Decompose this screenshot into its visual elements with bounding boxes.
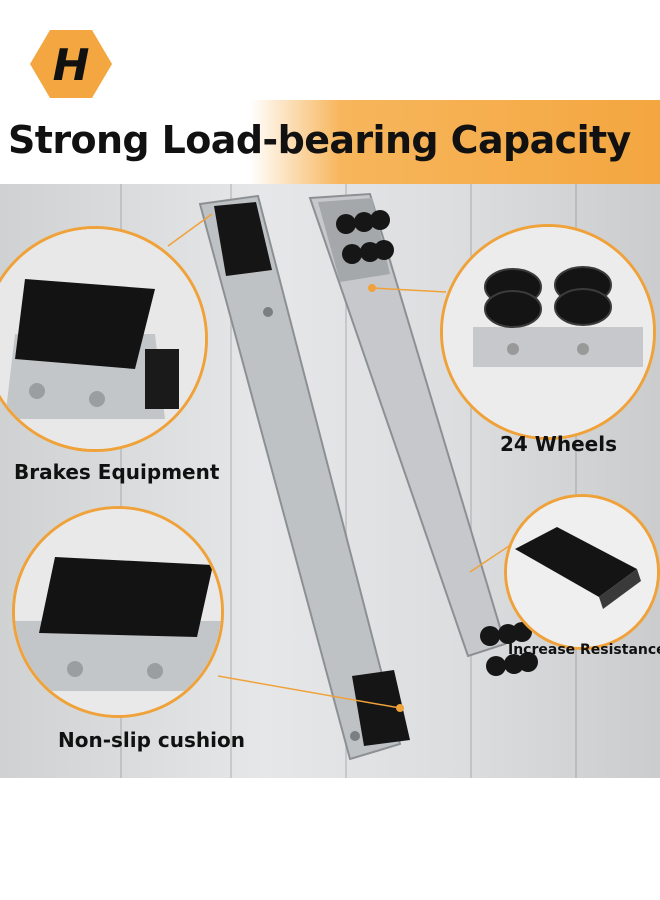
brake-detail-circle xyxy=(0,226,208,452)
brakes-label: Brakes Equipment xyxy=(14,460,220,484)
headline-banner: Strong Load-bearing Capacity xyxy=(0,100,660,184)
resistance-label: Increase Resistance xyxy=(508,642,660,658)
resistance-detail-circle xyxy=(504,494,660,650)
brand-logo-letter: H xyxy=(53,40,90,91)
wheels-detail-circle xyxy=(440,224,656,440)
cushion-label: Non-slip cushion xyxy=(58,728,245,752)
wheels-label: 24 Wheels xyxy=(500,432,617,456)
mover-dollies xyxy=(167,192,538,761)
page-title: Strong Load-bearing Capacity xyxy=(8,118,631,162)
brand-logo: H xyxy=(30,30,112,98)
banner-highlight xyxy=(250,100,660,184)
cushion-detail-circle xyxy=(12,506,224,718)
product-photo: Brakes Equipment 24 Wheels Non-slip cush… xyxy=(0,184,660,778)
